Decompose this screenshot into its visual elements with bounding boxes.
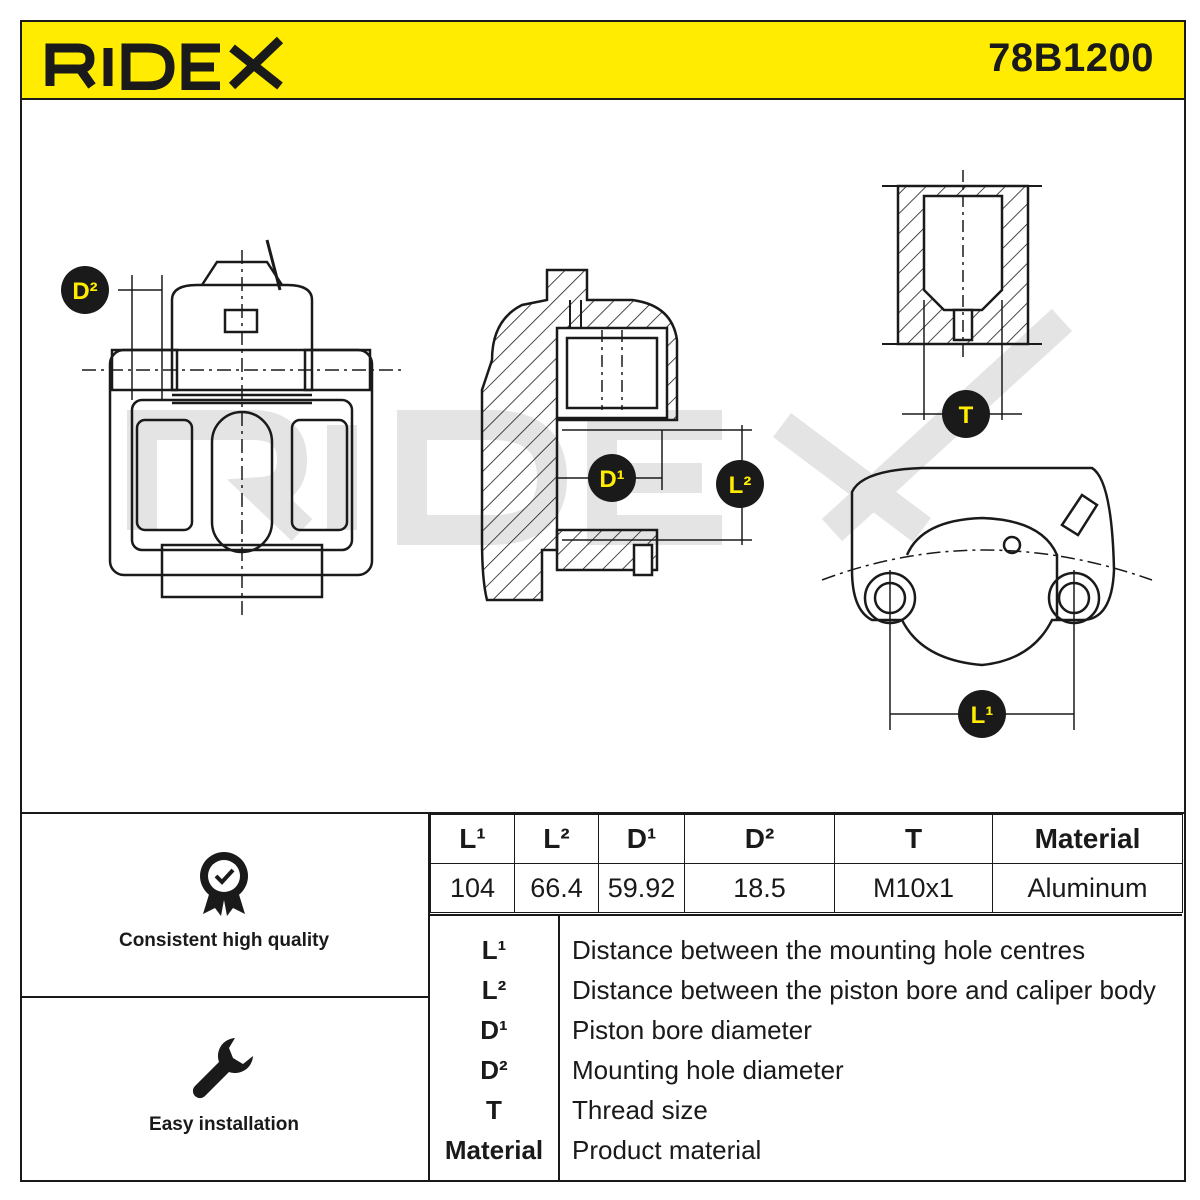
feature-label: Easy installation [149, 1114, 299, 1135]
label-d2: D² [61, 266, 109, 314]
label-l2: L² [716, 460, 764, 508]
outer-frame [20, 20, 1186, 1182]
spec-value: Aluminum [992, 863, 1183, 913]
caliper-side-view [821, 466, 1153, 730]
legend-divider [558, 916, 560, 1182]
bottom-panel: Consistent high quality Easy installatio… [20, 812, 1186, 1182]
label-l1-text: L¹ [971, 702, 994, 729]
legend-symbol: Material [444, 1135, 544, 1165]
spec-header: D² [684, 814, 835, 864]
spec-value: 104 [430, 863, 515, 913]
label-l2-text: L² [729, 472, 752, 499]
thread-section-view [882, 170, 1042, 420]
legend-description: Piston bore diameter [572, 1015, 812, 1045]
legend-row: L² Distance between the piston bore and … [430, 970, 1182, 1010]
wrench-icon [192, 1038, 253, 1099]
label-d1: D¹ [588, 454, 636, 502]
spec-value: 59.92 [598, 863, 685, 913]
caliper-front-view [82, 239, 402, 620]
legend-row: D¹ Piston bore diameter [430, 1010, 1182, 1050]
legend-description: Product material [572, 1135, 762, 1165]
spec-value: 18.5 [684, 863, 835, 913]
legend-panel: L¹ Distance between the mounting hole ce… [430, 914, 1182, 1182]
legend-symbol: D² [480, 1055, 508, 1085]
features-panel: Consistent high quality Easy installatio… [20, 814, 430, 1182]
feature-installation: Easy installation [20, 998, 428, 1182]
legend-row: T Thread size [430, 1090, 1182, 1130]
legend-symbol: L¹ [481, 935, 507, 965]
caliper-drawing: D² D¹ L² T [61, 170, 1153, 738]
legend-row: L¹ Distance between the mounting hole ce… [430, 930, 1182, 970]
label-t-text: T [959, 402, 974, 429]
spec-value: 66.4 [514, 863, 599, 913]
spec-header: T [834, 814, 993, 864]
legend-row: Material Product material [430, 1130, 1182, 1170]
legend-symbol: L² [481, 975, 507, 1005]
spec-table-panel: L¹ L² D¹ D² T Material 104 66.4 59.92 18… [430, 814, 1183, 913]
quality-badge-icon [200, 852, 248, 916]
label-d1-text: D¹ [599, 466, 624, 493]
header-bar: 78B1200 [20, 20, 1186, 100]
spec-header: L¹ [430, 814, 515, 864]
legend-description: Distance between the piston bore and cal… [572, 975, 1156, 1005]
label-d2-text: D² [72, 278, 97, 305]
legend-row: D² Mounting hole diameter [430, 1050, 1182, 1090]
feature-quality: Consistent high quality [20, 814, 428, 998]
legend-description: Thread size [572, 1095, 708, 1125]
label-t: T [942, 390, 990, 438]
legend-symbol: D¹ [480, 1015, 508, 1045]
spec-value: M10x1 [834, 863, 993, 913]
ridex-logo [45, 36, 284, 90]
spec-header: Material [992, 814, 1183, 864]
legend-description: Distance between the mounting hole centr… [572, 935, 1086, 965]
label-l1: L¹ [958, 690, 1006, 738]
legend-symbol: T [486, 1095, 502, 1125]
spec-table: L¹ L² D¹ D² T Material 104 66.4 59.92 18… [430, 814, 1183, 913]
spec-value-row: 104 66.4 59.92 18.5 M10x1 Aluminum [430, 863, 1183, 913]
feature-label: Consistent high quality [118, 930, 330, 951]
spec-header-row: L¹ L² D¹ D² T Material [430, 814, 1183, 864]
part-number: 78B1200 [988, 36, 1154, 80]
caliper-section-view [480, 268, 752, 602]
legend-description: Mounting hole diameter [572, 1055, 844, 1085]
spec-header: L² [514, 814, 599, 864]
